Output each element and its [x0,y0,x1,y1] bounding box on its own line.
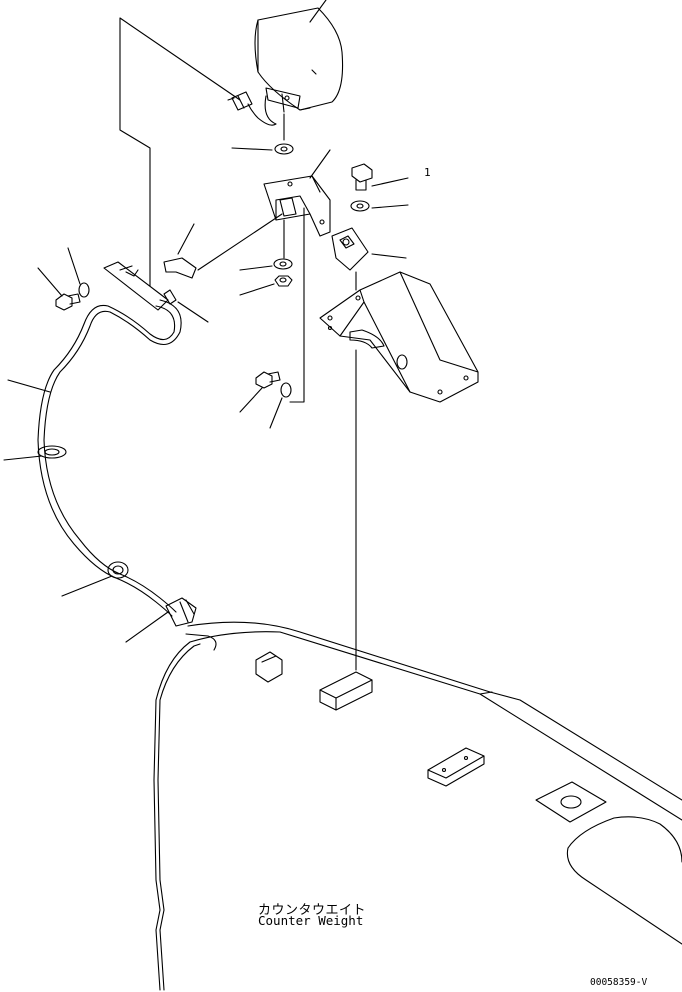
counterweight-label-en: Counter Weight [258,913,364,928]
washers-bolts [55,143,373,398]
counterweight-label-jp: カウンタウエイト [258,903,367,918]
leader-lines [3,0,409,643]
counterweight-outline [153,621,682,991]
reference-frame-lines [119,17,357,671]
harness-clip [163,257,197,305]
counterweight-details [255,651,682,945]
wiring-harness [37,261,197,627]
work-lamp [227,7,344,126]
mount-bracket [319,271,479,403]
small-bracket [331,227,369,271]
lamp-bracket [263,175,331,237]
reference-numeral: 1 [424,166,431,179]
drawing-number: 00058359-V [590,977,648,988]
